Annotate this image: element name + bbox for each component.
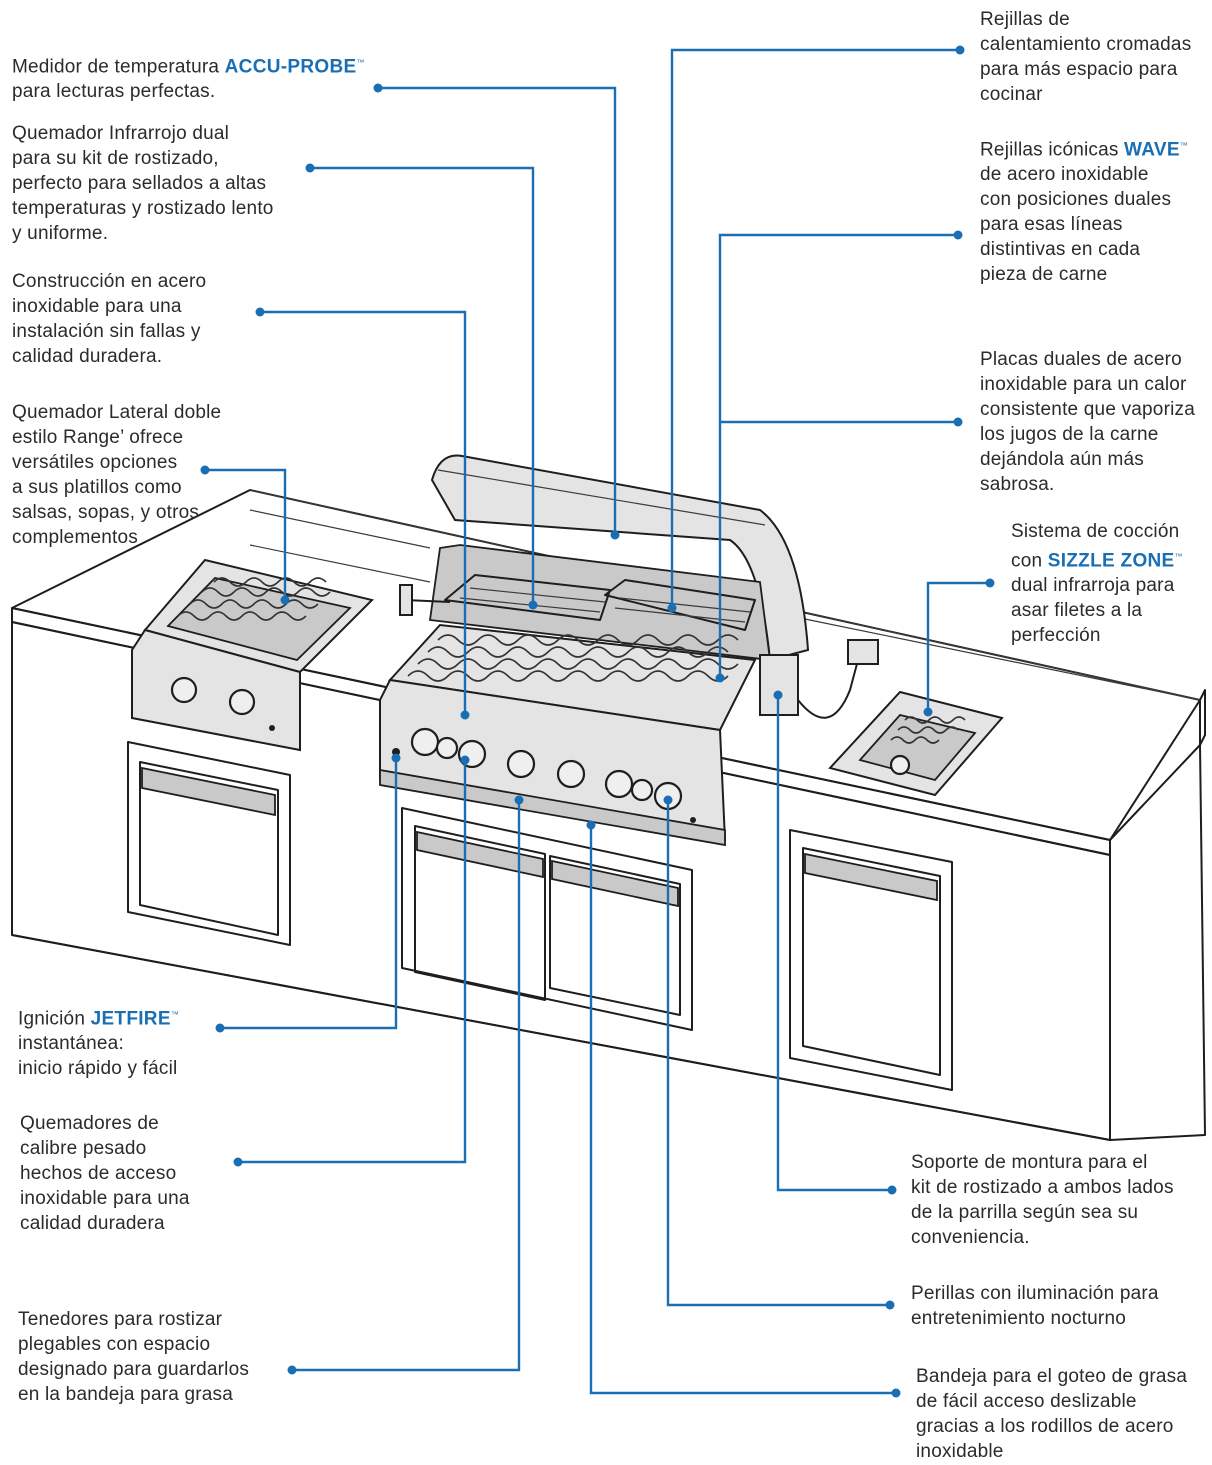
leader-sizzle xyxy=(926,581,990,712)
callout-forks: Tenedores para rostizar plegables con es… xyxy=(18,1309,250,1405)
leader-infrared xyxy=(310,166,535,605)
callout-accu-probe: Medidor de temperatura ACCU-PROBE™ para l… xyxy=(12,50,365,104)
callout-text: Ignición xyxy=(18,1008,91,1030)
right-cabinet-door xyxy=(789,829,953,1091)
brand-jetfire: JETFIRE xyxy=(90,1008,171,1030)
outdoor-kitchen-island xyxy=(11,489,1206,1141)
callout-text: Rejillas icónicas xyxy=(980,139,1125,161)
leader-burners xyxy=(238,760,467,1164)
side-burner-unit xyxy=(131,558,374,752)
trademark-mark: ™ xyxy=(1174,552,1183,561)
callout-mount: Soporte de montura para el kit de rostiz… xyxy=(911,1152,1174,1248)
leader-drip-tray xyxy=(589,825,896,1395)
left-cabinet-door xyxy=(127,741,291,946)
leader-dots xyxy=(200,45,995,1398)
callout-infrared: Quemador Infrarrojo dual para su kit de … xyxy=(12,123,274,244)
trademark-mark: ™ xyxy=(170,1010,180,1019)
leader-warming-racks xyxy=(670,48,960,608)
leader-wave xyxy=(718,233,958,678)
leader-lines xyxy=(205,48,990,1395)
leader-forks xyxy=(292,800,521,1372)
callout-warming-racks: Rejillas de calentamiento cromadas para … xyxy=(980,9,1192,105)
callout-knobs: Perillas con iluminación para entretenim… xyxy=(911,1283,1159,1329)
brand-accu-probe: ACCU-PROBE xyxy=(224,56,357,78)
leader-construction xyxy=(260,310,467,715)
callout-text: para lecturas perfectas. xyxy=(12,81,216,103)
sizzle-zone-unit xyxy=(828,690,1004,797)
brand-wave: WAVE xyxy=(1124,139,1180,161)
callout-construction: Construcción en acero inoxidable para un… xyxy=(12,271,207,367)
leader-knobs xyxy=(666,800,890,1307)
trademark-mark: ™ xyxy=(356,58,365,67)
main-grill xyxy=(379,454,879,847)
callout-text: Medidor de temperatura xyxy=(12,56,225,78)
callout-drip-tray: Bandeja para el goteo de grasa de fácil … xyxy=(916,1366,1188,1462)
callout-sizzle: Sistema de cocción con SIZZLE ZONE™ dual … xyxy=(1011,519,1183,648)
leader-jetfire xyxy=(220,758,398,1030)
leader-mount xyxy=(776,695,892,1192)
brand-sizzle-zone: SIZZLE ZONE xyxy=(1047,550,1175,572)
callout-text: instantánea: inicio rápido y fácil xyxy=(18,1033,178,1080)
leader-accu-probe xyxy=(378,86,617,535)
callout-text: dual infrarroja para asar filetes a la p… xyxy=(1011,575,1175,647)
callout-side-burner: Quemador Lateral doble estilo Range’ ofr… xyxy=(12,402,222,548)
callout-burners: Quemadores de calibre pesado hechos de a… xyxy=(20,1113,190,1234)
callout-sear-plates: Placas duales de acero inoxidable para u… xyxy=(980,349,1195,495)
callout-text: Sistema de cocción con xyxy=(1011,521,1180,572)
callout-jetfire: Ignición JETFIRE™ instantánea: inicio ráp… xyxy=(18,1002,179,1081)
center-double-door xyxy=(401,807,693,1031)
leader-side-burner xyxy=(205,468,287,600)
callout-wave: Rejillas icónicas WAVE™ de acero inoxidab… xyxy=(980,133,1188,287)
trademark-mark: ™ xyxy=(1179,141,1188,150)
callout-text: de acero inoxidable con posiciones duale… xyxy=(980,164,1172,286)
